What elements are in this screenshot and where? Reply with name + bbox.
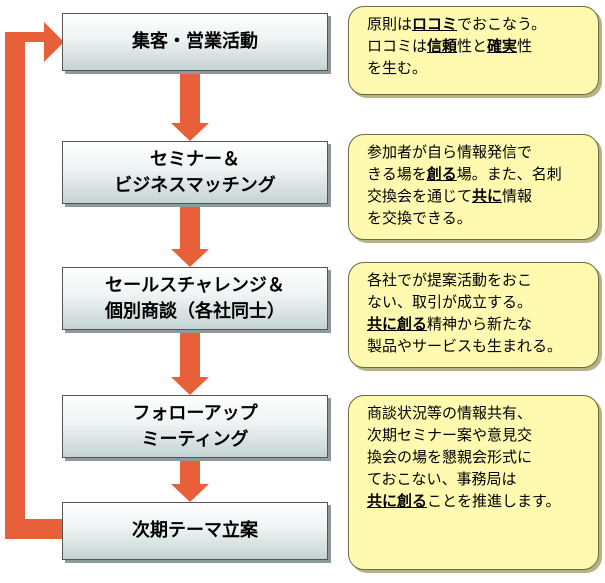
note-text: ない、取引が成立する。	[367, 293, 533, 311]
note-text: 参加者が自ら情報発信で	[367, 143, 533, 161]
note-line: 換会の場を懇親会形式に	[367, 446, 588, 468]
note-text: ことを推進します。	[427, 492, 561, 510]
down-arrow	[171, 331, 209, 395]
note-text: 性	[517, 37, 533, 55]
note-line: ておこない、事務局は	[367, 468, 588, 490]
step-label-line: ビジネスマッチング	[114, 174, 276, 196]
step-label-line: 個別商談（各社同士）	[105, 300, 285, 322]
note-sales: 各社でが提案活動をおこない、取引が成立する。共に創る精神から新たな製品やサービス…	[348, 262, 599, 368]
down-arrow	[171, 205, 209, 267]
step-label-line: 集客・営業活動	[132, 31, 258, 52]
note-text: きる場を	[367, 165, 427, 183]
note-line: 製品やサービスも生まれる。	[367, 335, 588, 357]
loop-arrow-line	[5, 32, 62, 539]
note-line: を交換できる。	[367, 207, 588, 229]
step-label-line: ミーティング	[141, 428, 249, 450]
note-text: 各社でが提案活動をおこ	[367, 271, 533, 289]
note-text: 次期セミナー案や意見交	[367, 426, 533, 444]
note-line: 商談状況等の情報共有、	[367, 402, 588, 424]
note-emphasis: ロコミ	[412, 15, 458, 33]
note-text: 換会の場を懇親会形式に	[367, 448, 533, 466]
note-text: 精神から新たな	[427, 315, 533, 333]
note-line: を生む。	[367, 57, 588, 79]
note-word-of-mouth: 原則はロコミでおこなう。ロコミは信頼性と確実性を生む。	[348, 6, 599, 95]
note-text: 交換会を通じて	[367, 187, 473, 205]
note-emphasis: 確実	[487, 37, 518, 55]
note-text: 製品やサービスも生まれる。	[367, 337, 563, 355]
down-arrow	[171, 459, 209, 502]
step-box-next-theme: 次期テーマ立案	[62, 502, 328, 560]
note-line: ない、取引が成立する。	[367, 291, 588, 313]
note-text: ロコミは	[367, 37, 428, 55]
step-box-follow-up: フォローアップ ミーティング	[62, 395, 328, 458]
step-label-line: フォローアップ	[132, 402, 258, 424]
step-box-seminar: セミナー＆ ビジネスマッチング	[62, 141, 328, 204]
note-text: 原則は	[367, 15, 413, 33]
note-line: ロコミは信頼性と確実性	[367, 35, 588, 57]
loop-arrow-head	[44, 22, 64, 62]
note-text: を交換できる。	[367, 209, 472, 227]
step-label-line: セミナー＆	[150, 148, 240, 170]
step-label-line: セールスチャレンジ＆	[105, 274, 285, 296]
note-emphasis: 共に	[472, 187, 503, 205]
note-emphasis: 共に創る	[367, 315, 428, 333]
note-follow-up: 商談状況等の情報共有、次期セミナー案や意見交換会の場を懇親会形式にておこない、事…	[348, 395, 599, 570]
note-line: 参加者が自ら情報発信で	[367, 141, 588, 163]
note-line: 次期セミナー案や意見交	[367, 424, 588, 446]
note-line: 共に創る精神から新たな	[367, 313, 588, 335]
note-line: きる場を創る場。また、名刺	[367, 163, 588, 185]
note-emphasis: 共に創る	[367, 492, 428, 510]
note-text: 商談状況等の情報共有、	[367, 404, 533, 422]
note-text: 性と	[457, 37, 488, 55]
note-line: 各社でが提案活動をおこ	[367, 269, 588, 291]
note-line: 交換会を通じて共に情報	[367, 185, 588, 207]
note-text: 場。また、名刺	[456, 165, 562, 183]
step-box-sales-challenge: セールスチャレンジ＆ 個別商談（各社同士）	[62, 267, 328, 330]
note-text: でおこなう。	[457, 15, 547, 33]
note-emphasis: 創る	[426, 165, 457, 183]
step-box-marketing: 集客・営業活動	[62, 13, 328, 71]
note-text: を生む。	[367, 59, 428, 77]
note-text: ておこない、事務局は	[367, 470, 517, 488]
down-arrow	[171, 72, 209, 141]
note-emphasis: 信頼	[427, 37, 458, 55]
note-line: 共に創ることを推進します。	[367, 490, 588, 512]
note-line: 原則はロコミでおこなう。	[367, 13, 588, 35]
step-label-line: 次期テーマ立案	[132, 520, 258, 541]
note-text: 情報	[502, 187, 533, 205]
note-seminar: 参加者が自ら情報発信できる場を創る場。また、名刺交換会を通じて共に情報を交換でき…	[348, 134, 599, 240]
